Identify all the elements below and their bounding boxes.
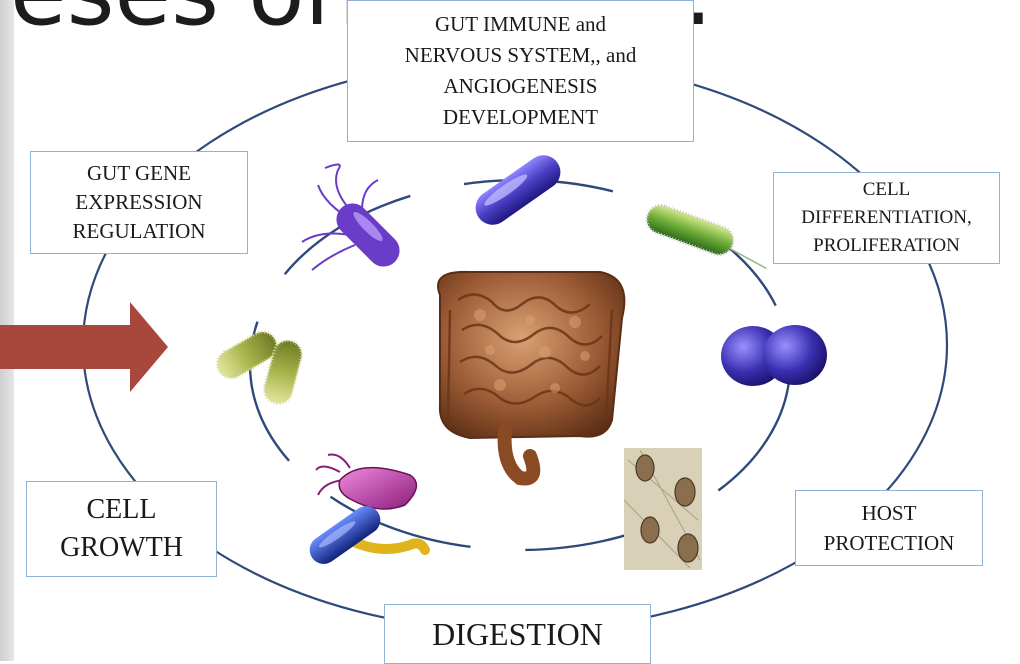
protozoa — [316, 455, 416, 509]
label-host-protection: HOST PROTECTION — [795, 490, 983, 566]
rod-bacterium-green — [643, 201, 775, 272]
label-gut-immune-nervous: GUT IMMUNE and NERVOUS SYSTEM,, and ANGI… — [347, 0, 694, 142]
label-digestion: DIGESTION — [384, 604, 651, 664]
label-gut-gene-expression: GUT GENE EXPRESSION REGULATION — [30, 151, 248, 254]
micrograph — [624, 448, 702, 570]
spirillum — [304, 501, 425, 570]
rod-bacterium-blue — [469, 149, 567, 232]
intestine-illustration — [438, 272, 624, 479]
diplococcus — [721, 325, 827, 386]
label-cell-growth: CELL GROWTH — [26, 481, 217, 577]
label-cell-differentiation: CELL DIFFERENTIATION, PROLIFERATION — [773, 172, 1000, 264]
bacilli-olive — [212, 327, 305, 407]
left-arrow — [0, 302, 168, 392]
flagellated-bacterium — [302, 164, 406, 273]
